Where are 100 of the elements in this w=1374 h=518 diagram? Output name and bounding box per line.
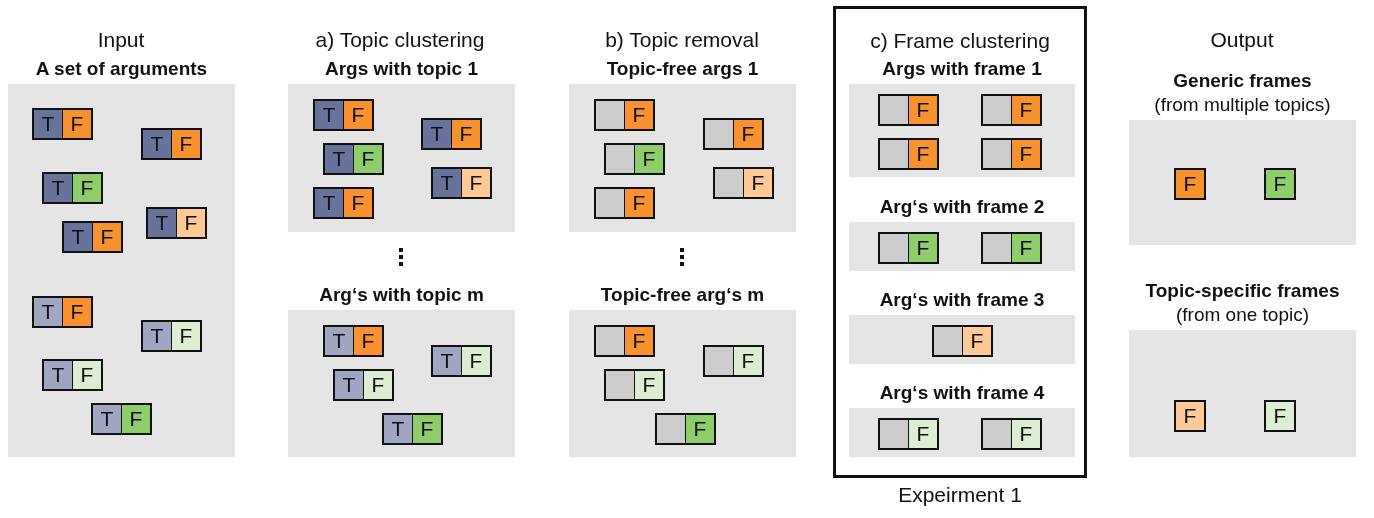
frame-cell: F [1011,140,1040,168]
frame-cell: F [908,140,937,168]
frame-cell: F [743,169,772,197]
argument-chip [981,418,1042,450]
topic-cell: T [143,322,171,350]
argument-chip [62,221,123,253]
frame-cell: F [451,120,480,148]
panel-heading: Topic-free args 1 [606,58,759,80]
topic-cell: T [148,209,176,237]
topic-cell: T [315,189,343,217]
argument-chip [323,143,384,175]
topic-cell: T [315,101,343,129]
column-title: a) Topic clustering [315,28,485,52]
argument-chip [878,94,939,126]
frame-cell: F [72,174,101,202]
argument-chip [594,187,655,219]
frame-cell: F [624,101,653,129]
topic-cell: T [44,174,72,202]
frame-cell: F [1011,420,1040,448]
topic-cell: T [433,347,461,375]
frame-cell: F [1176,402,1204,430]
topic-cell: T [44,361,72,389]
argument-chip [878,418,939,450]
column-title: Input [97,28,145,52]
column-title: b) Topic removal [605,28,759,52]
frame-cell: F [1176,170,1204,198]
frame-cell: F [343,189,372,217]
frame-cell: F [62,110,91,138]
topic-cell: T [34,298,62,326]
frame-cell: F [1011,234,1040,262]
topic-cell: T [335,371,363,399]
argument-chip [382,413,443,445]
frame-cell: F [461,169,490,197]
argument-chip [32,108,93,140]
panel-heading: Args with frame 1 [882,58,1042,80]
argument-chip [594,325,655,357]
argument-chip [703,345,764,377]
panel-heading: Arg‘s with topic m [319,284,484,306]
experiment-caption: Expeirment 1 [898,483,1022,507]
panel-heading: Arg‘s with frame 4 [879,382,1045,404]
frame-cell: F [1266,170,1294,198]
panel-heading: Arg‘s with frame 2 [879,196,1045,218]
argument-chip [146,207,207,239]
argument-chip [981,138,1042,170]
argument-chip [91,403,152,435]
argument-chip [981,94,1042,126]
panel-heading: Topic-free arg‘s m [600,284,765,306]
frame-cell: F [72,361,101,389]
argument-chip [141,320,202,352]
argument-chip [323,325,384,357]
topic-cell: T [93,405,121,433]
topic-cell: T [423,120,451,148]
frame-cell: F [1266,402,1294,430]
panel-heading: Generic frames [1173,70,1312,92]
frame-cell: F [962,327,991,355]
argument-chip [981,232,1042,264]
panel-heading: Arg‘s with frame 3 [879,289,1045,311]
argument-chip [313,187,374,219]
frame-cell: F [624,327,653,355]
argument-chip [604,143,665,175]
frame-cell: F [412,415,441,443]
frame-cell: F [1011,96,1040,124]
frame-cell: F [176,209,205,237]
argument-chip [333,369,394,401]
frame-cell: F [634,371,663,399]
frame-cell: F [343,101,372,129]
argument-chip [713,167,774,199]
frame-cell: F [733,347,762,375]
column-title: Output [1210,28,1274,52]
argument-chip [878,138,939,170]
frame-cell: F [92,223,121,251]
topic-cell: T [325,145,353,173]
argument-chip [42,172,103,204]
frame-cell: F [908,234,937,262]
topic-cell: T [64,223,92,251]
argument-chip [431,345,492,377]
frame-cell: F [461,347,490,375]
argument-chip [655,413,716,445]
topic-cell: T [143,130,171,158]
argument-chip [878,232,939,264]
frame-cell: F [121,405,150,433]
frame-cell: F [634,145,663,173]
argument-chip [42,359,103,391]
topic-cell: T [34,110,62,138]
argument-chip [421,118,482,150]
panel-subheading: (from multiple topics) [1154,94,1331,116]
topic-cell: T [433,169,461,197]
frame-cell: F [363,371,392,399]
frame-cell: F [685,415,714,443]
panel-heading: Args with topic 1 [324,58,479,80]
argument-chip [431,167,492,199]
panel-heading: Topic-specific frames [1145,280,1340,302]
frame-cell: F [171,130,200,158]
frame-cell: F [353,327,382,355]
frame-cell: F [62,298,91,326]
argument-chip [313,99,374,131]
argument-chip [141,128,202,160]
frame-cell: F [908,420,937,448]
panel-subheading: (from one topic) [1175,304,1309,326]
topic-cell: T [384,415,412,443]
